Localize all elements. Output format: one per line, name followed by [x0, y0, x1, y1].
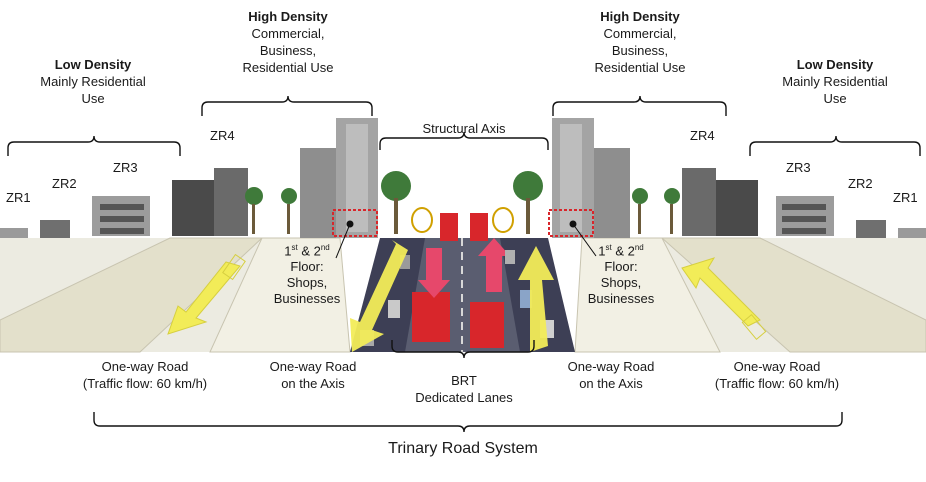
floor-note-num: 1: [284, 243, 292, 259]
left-low-density-label: Low Density Mainly Residential Use: [18, 56, 168, 107]
brace-brt: [391, 340, 535, 359]
brace-left-low: [7, 135, 181, 156]
floor-note-sup2: nd: [320, 243, 330, 252]
left-low-line1: Mainly Residential: [40, 74, 146, 89]
left-low-houses: [0, 196, 150, 238]
left-high-density-label: High Density Commercial, Business, Resid…: [208, 8, 368, 76]
outer-arrow-left: [167, 261, 241, 335]
right-low-houses: [776, 196, 926, 238]
axis-road-left-line1: One-way Road: [269, 359, 357, 374]
structural-axis-label: Structural Axis: [422, 121, 506, 136]
brt-line2: Dedicated Lanes: [415, 390, 513, 405]
brt-label: BRT Dedicated Lanes: [404, 372, 524, 406]
floor-note-line2: Shops,: [286, 275, 328, 291]
axis-road-right-label: One-way Road on the Axis: [556, 358, 666, 392]
floor-note-left: 1st & 2nd Floor: Shops, Businesses: [266, 240, 348, 307]
left-high-line3: Residential Use: [242, 60, 334, 75]
outer-road-right-line2: (Traffic flow: 60 km/h): [714, 376, 840, 391]
brt-bus: [470, 302, 504, 348]
left-outer-road: [0, 237, 264, 353]
station-circle: [411, 207, 433, 233]
right-high-title: High Density: [600, 9, 680, 24]
floor-note-line2: Shops,: [600, 275, 642, 291]
zone-code-left-zr3: ZR3: [113, 160, 138, 175]
zone-code-right-zr1: ZR1: [893, 190, 918, 205]
right-high-line1: Commercial,: [603, 26, 677, 41]
left-high-title: High Density: [248, 9, 328, 24]
outer-road-left-label: One-way Road (Traffic flow: 60 km/h): [70, 358, 220, 392]
zone-code-right-zr3: ZR3: [786, 160, 811, 175]
zone-code-right-zr2: ZR2: [848, 176, 873, 191]
right-low-title: Low Density: [796, 57, 874, 72]
floor-note-sup2: nd: [634, 243, 644, 252]
axis-road-left-line2: on the Axis: [281, 376, 345, 391]
brace-left-high: [201, 95, 373, 116]
left-low-title: Low Density: [54, 57, 132, 72]
axis-road-right-line2: on the Axis: [579, 376, 643, 391]
brt-line1: BRT: [451, 373, 477, 388]
right-high-line3: Residential Use: [594, 60, 686, 75]
brace-system: [93, 412, 843, 433]
outer-arrow-right: [681, 257, 761, 327]
floor-marker-left: [332, 209, 378, 237]
zone-code-left-zr4: ZR4: [210, 128, 235, 143]
station-circle: [492, 207, 514, 233]
floor-note-num: 1: [598, 243, 606, 259]
floor-note-right: 1st & 2nd Floor: Shops, Businesses: [580, 240, 662, 307]
floor-marker-right: [548, 209, 594, 237]
floor-note-mid: & 2: [297, 243, 321, 259]
outer-road-left-line1: One-way Road: [101, 359, 189, 374]
brace-structural-axis: [379, 131, 549, 150]
floor-note-line3: Businesses: [587, 291, 655, 307]
right-outer-road: [660, 237, 926, 353]
floor-note-line1: Floor:: [604, 259, 638, 275]
axis-road-right-line1: One-way Road: [567, 359, 655, 374]
brace-right-high: [552, 95, 727, 116]
right-high-buildings: [552, 118, 758, 238]
right-low-density-label: Low Density Mainly Residential Use: [760, 56, 910, 107]
floor-note-line3: Businesses: [273, 291, 341, 307]
brt-arrow-down: [418, 248, 450, 298]
outer-road-left-line2: (Traffic flow: 60 km/h): [82, 376, 208, 391]
floor-note-sup1: st: [291, 243, 298, 252]
right-high-density-label: High Density Commercial, Business, Resid…: [560, 8, 720, 76]
brt-bus: [440, 213, 458, 241]
axis-road-left-label: One-way Road on the Axis: [258, 358, 368, 392]
axis-arrow-left: [350, 240, 408, 352]
brt-bus: [470, 213, 488, 241]
right-low-line2: Use: [823, 91, 847, 106]
left-high-line1: Commercial,: [251, 26, 325, 41]
floor-note-line1: Floor:: [290, 259, 324, 275]
zone-code-right-zr4: ZR4: [690, 128, 715, 143]
brt-arrow-up: [478, 238, 510, 292]
outer-road-right-line1: One-way Road: [733, 359, 821, 374]
right-axis-road: [574, 237, 721, 353]
axis-arrow-right: [518, 246, 554, 352]
left-low-line2: Use: [81, 91, 105, 106]
right-high-line2: Business,: [611, 43, 669, 58]
brt-bus: [412, 292, 450, 342]
brace-right-low: [749, 135, 921, 156]
zone-code-left-zr2: ZR2: [52, 176, 77, 191]
system-title: Trinary Road System: [388, 440, 538, 457]
floor-note-mid: & 2: [611, 243, 635, 259]
braces: [7, 95, 921, 433]
left-high-line2: Business,: [259, 43, 317, 58]
floor-note-sup1: st: [605, 243, 612, 252]
right-low-line1: Mainly Residential: [782, 74, 888, 89]
zone-code-left-zr1: ZR1: [6, 190, 31, 205]
left-high-buildings: [172, 118, 378, 238]
outer-road-right-label: One-way Road (Traffic flow: 60 km/h): [702, 358, 852, 392]
trees: [245, 171, 680, 234]
